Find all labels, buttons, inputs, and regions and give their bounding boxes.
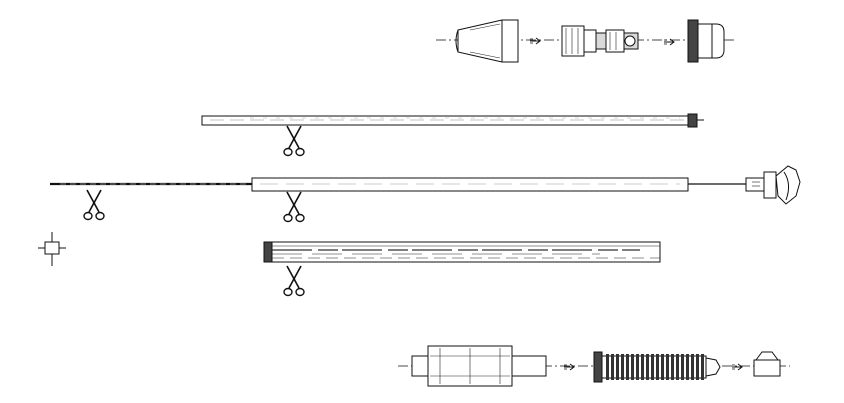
sleeve — [263, 241, 661, 263]
boot-rib — [606, 354, 609, 380]
boot-rib — [671, 354, 674, 380]
boot-rib — [646, 354, 649, 380]
boot-rib — [631, 354, 634, 380]
boot-rib — [616, 354, 619, 380]
boot-rib — [681, 354, 684, 380]
boot-rib — [611, 354, 614, 380]
boot-rib — [656, 354, 659, 380]
boot-rib — [686, 354, 689, 380]
arrow-icon — [529, 37, 541, 45]
arrow-icon — [731, 363, 743, 371]
end-cap — [753, 351, 781, 377]
boot-rib — [636, 354, 639, 380]
outer-casing — [50, 165, 801, 205]
nipple-assembly — [436, 19, 734, 63]
scissors-icon — [283, 191, 305, 223]
boot-rib — [661, 354, 664, 380]
cone-nut — [455, 19, 519, 63]
inner-cable — [201, 113, 704, 128]
scissors-icon — [283, 265, 305, 297]
boot-rib — [626, 354, 629, 380]
scissors-icon — [283, 125, 305, 157]
boot-assembly — [398, 345, 790, 387]
target-icon — [38, 232, 66, 266]
boot-rib — [651, 354, 654, 380]
boot-rib — [696, 354, 699, 380]
boot-rib — [691, 354, 694, 380]
scissors-icon — [83, 189, 105, 221]
arrow-icon — [563, 363, 575, 371]
spring-boot — [593, 351, 721, 383]
ferrule — [687, 19, 725, 63]
boot-rib — [621, 354, 624, 380]
nipple — [561, 25, 639, 57]
housing — [411, 345, 547, 387]
boot-rib — [666, 354, 669, 380]
boot-rib — [676, 354, 679, 380]
boot-rib — [641, 354, 644, 380]
boot-rib — [701, 354, 704, 380]
